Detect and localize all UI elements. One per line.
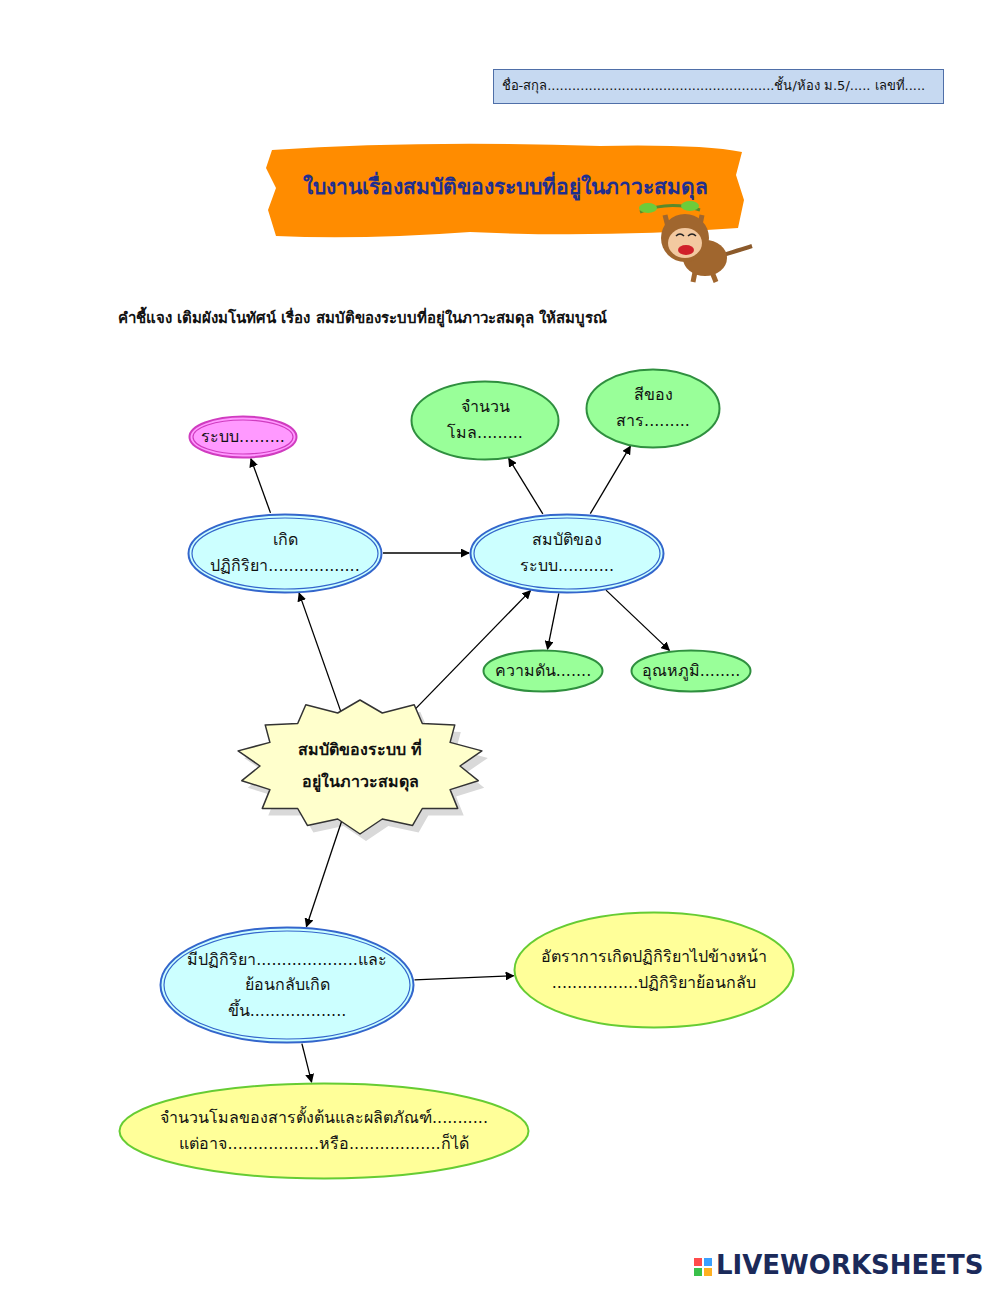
watermark-text: LIVEWORKSHEETS [716,1250,984,1280]
arrow-connector [415,976,514,980]
instruction-text: คำชี้แจง เติมผังมโนทัศน์ เรื่อง สมบัติขอ… [118,306,818,330]
ellipse-outline [587,369,720,447]
arrow-connector [590,446,630,514]
arrow-connector [306,820,342,927]
yellow-ellipse: อัตราการเกิดปฏิกิริยาไปข้างหน้า ........… [513,911,795,1029]
green-ellipse: จำนวนโมล......... [410,380,560,461]
arrow-connector [548,593,559,649]
ellipse-inner-outline [164,931,410,1039]
monkey-illustration [639,201,752,282]
arrow-connector [509,458,543,513]
node-text: เกิดปฏิกิริยา.................. [205,527,366,578]
node-outline [585,368,721,449]
ellipse-outline [189,514,382,592]
ellipse-outline [120,1084,529,1179]
node-text: ระบบ......... [198,424,288,450]
yellow-ellipse: จำนวนโมลของสารตั้งต้นและผลิตภัณฑ์.......… [118,1082,530,1180]
ellipse-inner-outline [474,518,660,589]
ellipse-outline [161,928,414,1043]
green-ellipse: สีของสาร......... [585,368,721,449]
arrow-connector [383,552,469,553]
node-text: สมบัติของระบบ........... [487,527,648,578]
cyan-ellipse: มีปฏิกิริยา....................และ ย้อนก… [159,926,415,1044]
center-star: สมบัติของระบบ ที่อยู่ในภาวะสมดุล [235,698,485,834]
green-ellipse: ความดัน....... [482,649,604,693]
node-outline [469,513,665,594]
node-outline [513,911,795,1029]
arrow-connector [302,1044,312,1083]
arrow-connector [299,593,341,713]
node-outline [235,698,485,834]
pink-ellipse: ระบบ......... [188,415,298,459]
node-text: อุณหภูมิ........ [641,658,741,684]
green-ellipse: อุณหภูมิ........ [630,649,752,693]
cyan-ellipse: สมบัติของระบบ........... [469,513,665,594]
ellipse-outline [484,651,603,692]
star-outline [238,700,482,834]
name-box: ชื่อ-สกุล...............................… [493,69,944,104]
cyan-ellipse: เกิดปฏิกิริยา.................. [187,513,383,594]
title-text: ใบงานเรื่องสมบัติของระบบที่อยู่ในภาวะสมด… [270,170,740,203]
ellipse-outline [515,913,794,1028]
node-outline [118,1082,530,1180]
node-text: อัตราการเกิดปฏิกิริยาไปข้างหน้า ........… [541,944,767,995]
ellipse-inner-outline [192,518,378,589]
ellipse-inner-outline [193,420,293,454]
watermark-logo [694,1258,712,1276]
node-text: ความดัน....... [493,658,593,684]
ellipse-outline [632,651,751,692]
node-text: จำนวนโมลของสารตั้งต้นและผลิตภัณฑ์.......… [159,1105,489,1156]
node-text: จำนวนโมล......... [424,394,547,445]
ellipse-outline [412,381,559,459]
arrow-connector [606,590,669,650]
node-text: ชื่อ-สกุล...............................… [502,76,939,97]
ellipse-outline [190,417,297,458]
node-text: สีของสาร......... [597,382,709,433]
arrow-connector [251,459,271,513]
node-text: มีปฏิกิริยา....................และ ย้อนก… [187,947,387,1024]
node-outline [187,513,383,594]
node-text: สมบัติของระบบ ที่อยู่ในภาวะสมดุล [291,734,429,798]
ellipse-outline [471,514,664,592]
node-outline [410,380,560,461]
